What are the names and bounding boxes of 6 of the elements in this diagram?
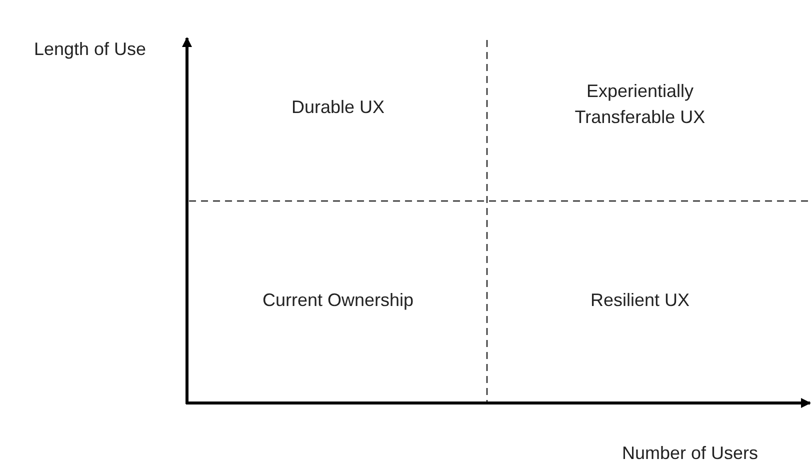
axis-label: Length of Use bbox=[34, 38, 146, 61]
quadrant-label: Experientially Transferable UX bbox=[574, 80, 706, 129]
quadrant-label: Resilient UX bbox=[590, 288, 690, 312]
quadrant-label: Durable UX bbox=[291, 96, 385, 119]
axis-label: Number of Users bbox=[622, 442, 758, 465]
quadrant-label: Current Ownership bbox=[262, 288, 414, 312]
